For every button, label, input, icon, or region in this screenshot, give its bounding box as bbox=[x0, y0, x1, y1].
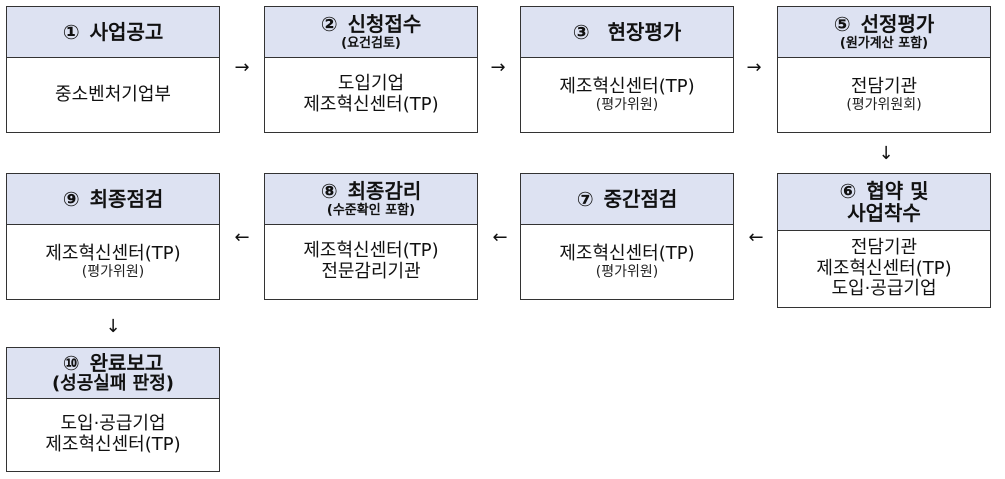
step-6-agreement-start: ⑥ 협약 및 사업착수 전담기관 제조혁신센터(TP) 도입·공급기업 bbox=[777, 173, 991, 308]
step-number: ⑧ bbox=[320, 178, 338, 203]
step-line: 도입기업 bbox=[337, 73, 405, 95]
step-subtitle: (성공실패 판정) bbox=[51, 373, 175, 395]
step-title: 완료보고 bbox=[89, 351, 164, 376]
step-body: 제조혁신센터(TP) (평가위원) bbox=[7, 225, 219, 299]
step-header: ⑩ 완료보고 (성공실패 판정) bbox=[7, 348, 219, 399]
step-title: 중간점검 bbox=[603, 187, 678, 211]
step-number: ⑤ bbox=[833, 11, 851, 36]
step-line: 제조혁신센터(TP) bbox=[45, 434, 181, 455]
step-subtitle: (원가계산 포함) bbox=[839, 35, 929, 51]
step-header: ⑨ 최종점검 bbox=[7, 174, 219, 225]
arrow-left: ← bbox=[234, 227, 250, 248]
step-number: ⑨ bbox=[62, 187, 80, 211]
step-3-site-evaluation: ③ 현장평가 제조혁신센터(TP) (평가위원) bbox=[520, 6, 734, 133]
step-body: 도입·공급기업 제조혁신센터(TP) bbox=[7, 399, 219, 471]
step-line: 중소벤처기업부 bbox=[55, 83, 171, 105]
step-number: ② bbox=[320, 11, 338, 36]
step-9-final-check: ⑨ 최종점검 제조혁신센터(TP) (평가위원) bbox=[6, 173, 220, 300]
arrow-right: → bbox=[746, 57, 762, 78]
step-number: ③ bbox=[572, 20, 590, 44]
step-title: 신청접수 bbox=[347, 11, 422, 36]
step-line: 전문감리기관 bbox=[321, 261, 421, 282]
arrow-left: ← bbox=[492, 227, 508, 248]
step-subtitle: (수준확인 포함) bbox=[326, 202, 416, 218]
step-line: 제조혁신센터(TP) bbox=[559, 75, 695, 97]
step-line: 전담기관 bbox=[850, 236, 918, 258]
step-10-completion-report: ⑩ 완료보고 (성공실패 판정) 도입·공급기업 제조혁신센터(TP) bbox=[6, 347, 220, 472]
step-line: 제조혁신센터(TP) bbox=[45, 242, 181, 264]
step-note: (평가위원) bbox=[81, 264, 145, 281]
step-number: ⑥ bbox=[839, 179, 857, 203]
step-8-final-audit: ⑧ 최종감리 (수준확인 포함) 제조혁신센터(TP) 전문감리기관 bbox=[264, 173, 478, 300]
step-number: ⑦ bbox=[576, 187, 594, 211]
step-note: (평가위원) bbox=[595, 97, 659, 114]
step-line: 도입·공급기업 bbox=[60, 413, 166, 435]
step-body: 전담기관 제조혁신센터(TP) 도입·공급기업 bbox=[778, 231, 990, 307]
arrow-down: ↓ bbox=[878, 143, 894, 164]
step-header: ③ 현장평가 bbox=[521, 7, 733, 58]
arrow-right: → bbox=[490, 57, 506, 78]
step-title: 최종감리 bbox=[347, 178, 422, 203]
step-title: 최종점검 bbox=[89, 187, 164, 211]
step-5-selection-evaluation: ⑤ 선정평가 (원가계산 포함) 전담기관 (평가위원회) bbox=[777, 6, 991, 133]
step-1-business-announcement: ① 사업공고 중소벤처기업부 bbox=[6, 6, 220, 133]
step-body: 제조혁신센터(TP) (평가위원) bbox=[521, 58, 733, 132]
step-header: ⑦ 중간점검 bbox=[521, 174, 733, 225]
step-line: 제조혁신센터(TP) bbox=[816, 257, 952, 279]
step-line: 전담기관 bbox=[850, 75, 918, 97]
arrow-down: ↓ bbox=[105, 316, 121, 337]
step-title: 사업공고 bbox=[89, 20, 164, 44]
arrow-right: → bbox=[234, 57, 250, 78]
step-number: ① bbox=[62, 20, 80, 44]
step-body: 제조혁신센터(TP) 전문감리기관 bbox=[265, 225, 477, 299]
step-subtitle: (요건검토) bbox=[341, 35, 401, 51]
step-body: 제조혁신센터(TP) (평가위원) bbox=[521, 225, 733, 299]
step-line: 제조혁신센터(TP) bbox=[559, 242, 695, 264]
step-2-application: ② 신청접수 (요건검토) 도입기업 제조혁신센터(TP) bbox=[264, 6, 478, 133]
step-7-interim-check: ⑦ 중간점검 제조혁신센터(TP) (평가위원) bbox=[520, 173, 734, 300]
step-title-line-2: 사업착수 bbox=[847, 201, 921, 225]
step-title: 현장평가 bbox=[607, 20, 682, 44]
step-line: 제조혁신센터(TP) bbox=[303, 240, 439, 262]
step-body: 중소벤처기업부 bbox=[7, 58, 219, 132]
arrow-left: ← bbox=[748, 227, 764, 248]
step-title: 선정평가 bbox=[860, 11, 935, 36]
step-number: ⑩ bbox=[62, 351, 80, 376]
step-line: 제조혁신센터(TP) bbox=[303, 94, 439, 115]
step-note: (평가위원회) bbox=[846, 97, 922, 114]
step-header: ⑤ 선정평가 (원가계산 포함) bbox=[778, 7, 990, 58]
step-body: 도입기업 제조혁신센터(TP) bbox=[265, 58, 477, 132]
step-line: 도입·공급기업 bbox=[831, 278, 937, 300]
step-title: 협약 및 bbox=[866, 179, 929, 203]
step-header: ⑧ 최종감리 (수준확인 포함) bbox=[265, 174, 477, 225]
step-header: ⑥ 협약 및 사업착수 bbox=[778, 174, 990, 231]
step-header: ① 사업공고 bbox=[7, 7, 219, 58]
step-note: (평가위원) bbox=[595, 264, 659, 281]
step-header: ② 신청접수 (요건검토) bbox=[265, 7, 477, 58]
step-body: 전담기관 (평가위원회) bbox=[778, 58, 990, 132]
